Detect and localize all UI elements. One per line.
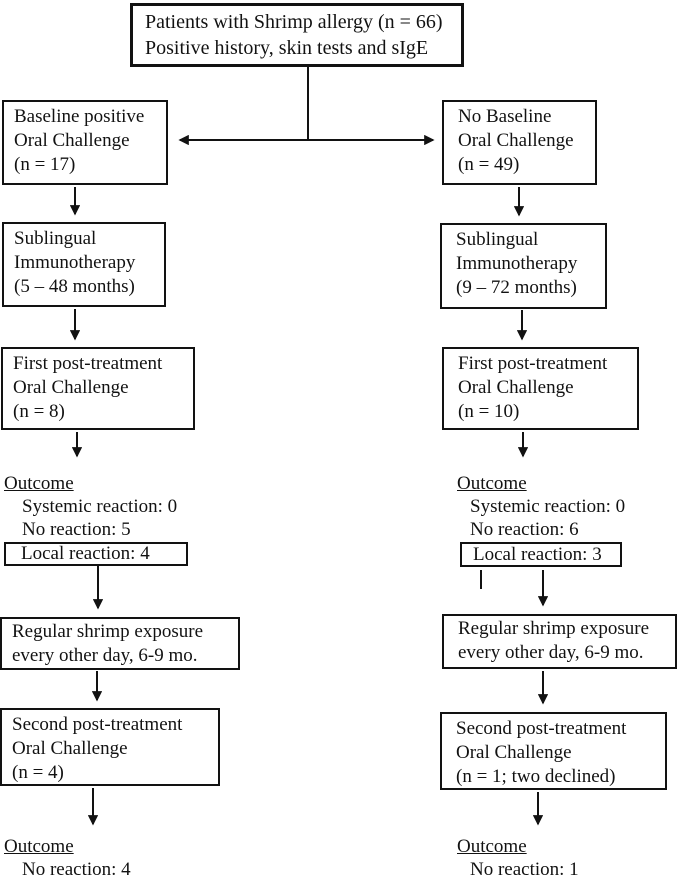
box-right-shrimp-exposure: Regular shrimp exposure every other day,… [442,614,677,669]
outcome-heading: Outcome [4,473,74,494]
outcome-heading: Outcome [457,473,527,494]
box-text-line: (9 – 72 months) [456,277,577,298]
left-first-outcome: Outcome Systemic reaction: 0 No reaction… [4,472,188,566]
right-second-outcome: Outcome No reaction: 1 [457,835,579,880]
box-text-line: every other day, 6-9 mo. [12,645,198,666]
box-left-immunotherapy: Sublingual Immunotherapy (5 – 48 months) [2,222,166,307]
box-text-line: (n = 1; two declined) [456,766,616,787]
box-text-line: Oral Challenge [14,130,130,151]
box-left-shrimp-exposure: Regular shrimp exposure every other day,… [0,617,240,670]
outcome-item-no-reaction: No reaction: 5 [22,519,131,540]
box-left-local-reaction: Local reaction: 4 [4,542,188,566]
box-text-line: (n = 10) [458,401,520,422]
outcome-heading: Outcome [457,836,527,857]
box-text-line: No Baseline [458,106,552,127]
outcome-item-systemic: Systemic reaction: 0 [470,496,626,517]
outcome-item-systemic: Systemic reaction: 0 [22,496,178,517]
box-text-line: Immunotherapy [14,252,136,273]
box-text-line: Regular shrimp exposure [458,618,650,639]
right-first-outcome: Outcome Systemic reaction: 0 No reaction… [457,472,625,567]
box-right-local-reaction: Local reaction: 3 [460,542,622,567]
left-second-outcome: Outcome No reaction: 4 [4,835,131,880]
box-text-line: Oral Challenge [458,130,574,151]
outcome-heading: Outcome [4,836,74,857]
box-text-line: (n = 4) [12,762,64,783]
box-text-line: First post-treatment [13,353,163,374]
outcome-item-no-reaction: No reaction: 4 [22,859,131,880]
box-patients-line2: Positive history, skin tests and sIgE [145,37,429,59]
box-text-line: Second post-treatment [12,714,183,735]
box-right-second-oral-challenge: Second post-treatment Oral Challenge (n … [440,712,667,790]
box-left-baseline-oral-challenge: Baseline positive Oral Challenge (n = 17… [2,100,168,185]
box-text-line: Oral Challenge [12,738,128,759]
outcome-item-no-reaction: No reaction: 6 [470,519,579,540]
box-text-line: First post-treatment [458,353,608,374]
outcome-item-no-reaction: No reaction: 1 [470,859,579,880]
box-text-line: Sublingual [456,229,539,250]
box-left-first-oral-challenge: First post-treatment Oral Challenge (n =… [1,347,195,430]
box-text-line: Sublingual [14,228,97,249]
box-text-line: every other day, 6-9 mo. [458,642,644,663]
box-right-no-baseline-oral-challenge: No Baseline Oral Challenge (n = 49) [442,100,597,185]
box-patients: Patients with Shrimp allergy (n = 66) Po… [130,3,464,67]
box-right-immunotherapy: Sublingual Immunotherapy (9 – 72 months) [440,223,607,309]
box-right-first-oral-challenge: First post-treatment Oral Challenge (n =… [442,347,639,430]
box-left-second-oral-challenge: Second post-treatment Oral Challenge (n … [0,708,220,786]
box-text-line: Baseline positive [14,106,145,127]
box-text-line: Oral Challenge [456,742,572,763]
box-text-line: (n = 49) [458,154,520,175]
box-text-line: Immunotherapy [456,253,578,274]
box-text-line: Regular shrimp exposure [12,621,204,642]
box-text-line: Oral Challenge [13,377,129,398]
box-text-line: Oral Challenge [458,377,574,398]
box-text-line: (n = 8) [13,401,65,422]
box-text-line: (5 – 48 months) [14,276,135,297]
box-text-line: (n = 17) [14,154,76,175]
box-text-line: Second post-treatment [456,718,627,739]
box-patients-line1: Patients with Shrimp allergy (n = 66) [145,11,443,33]
